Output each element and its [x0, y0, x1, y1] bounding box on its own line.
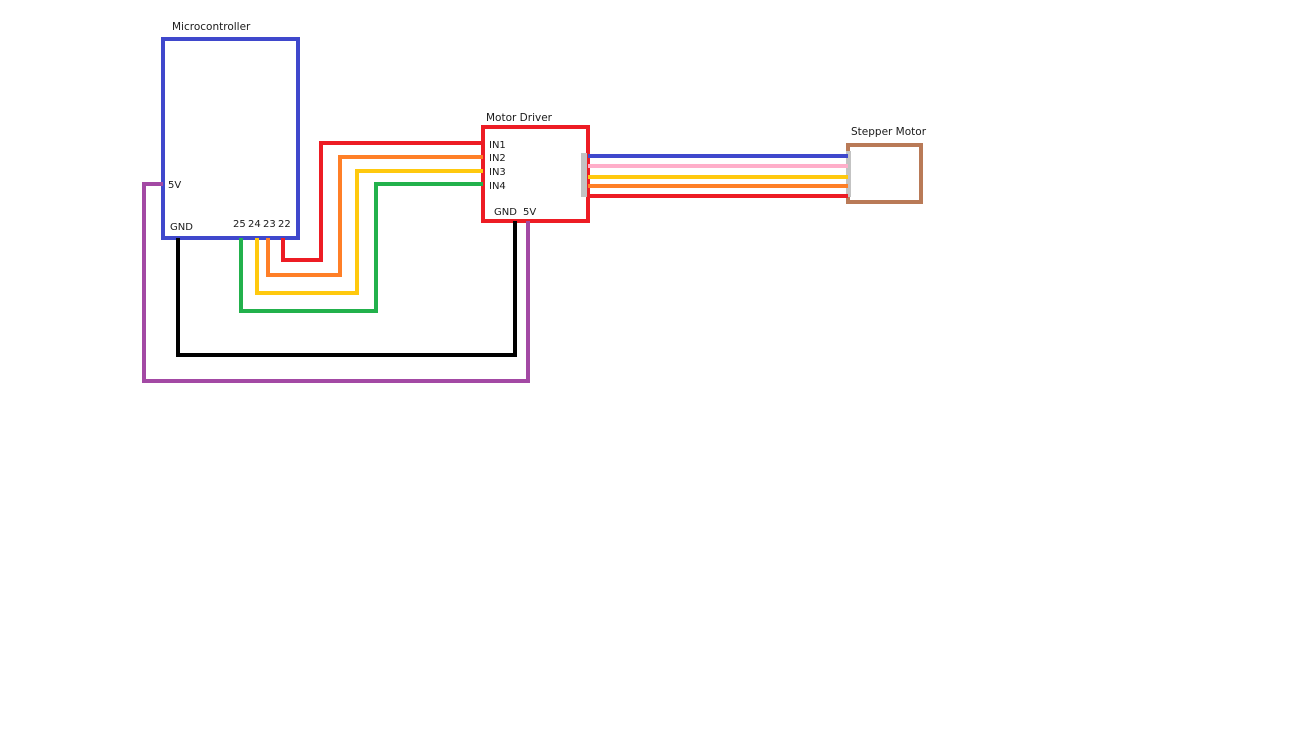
mc-pin-gnd: GND: [170, 222, 193, 233]
md-pin-in1: IN1: [489, 140, 506, 151]
wire-5v-purple: [142, 182, 530, 383]
mc-pin-24: 24: [248, 219, 261, 230]
mc-pin-22: 22: [278, 219, 291, 230]
microcontroller-title: Microcontroller: [172, 21, 251, 33]
md-pin-gnd: GND: [494, 207, 517, 218]
driver-connector: [581, 153, 587, 197]
wire-in3-yellow: [255, 169, 483, 295]
wire-gnd-black: [176, 221, 517, 357]
wire-in4-green: [239, 182, 483, 313]
motor-driver-box: [481, 125, 590, 223]
md-pin-5v: 5V: [523, 207, 536, 218]
wire-in2-orange: [266, 155, 483, 277]
stepper-motor-title: Stepper Motor: [851, 126, 927, 138]
md-pin-in4: IN4: [489, 181, 506, 192]
motor-driver-title: Motor Driver: [486, 112, 553, 124]
md-pin-in2: IN2: [489, 153, 506, 164]
mc-pin-25: 25: [233, 219, 246, 230]
motor-connector: [846, 151, 851, 197]
wire-in1-red: [281, 141, 483, 262]
md-pin-in3: IN3: [489, 167, 506, 178]
microcontroller-box: [161, 37, 300, 240]
stepper-motor-box: [846, 143, 923, 204]
mc-pin-23: 23: [263, 219, 276, 230]
mc-pin-5v: 5V: [168, 180, 181, 191]
